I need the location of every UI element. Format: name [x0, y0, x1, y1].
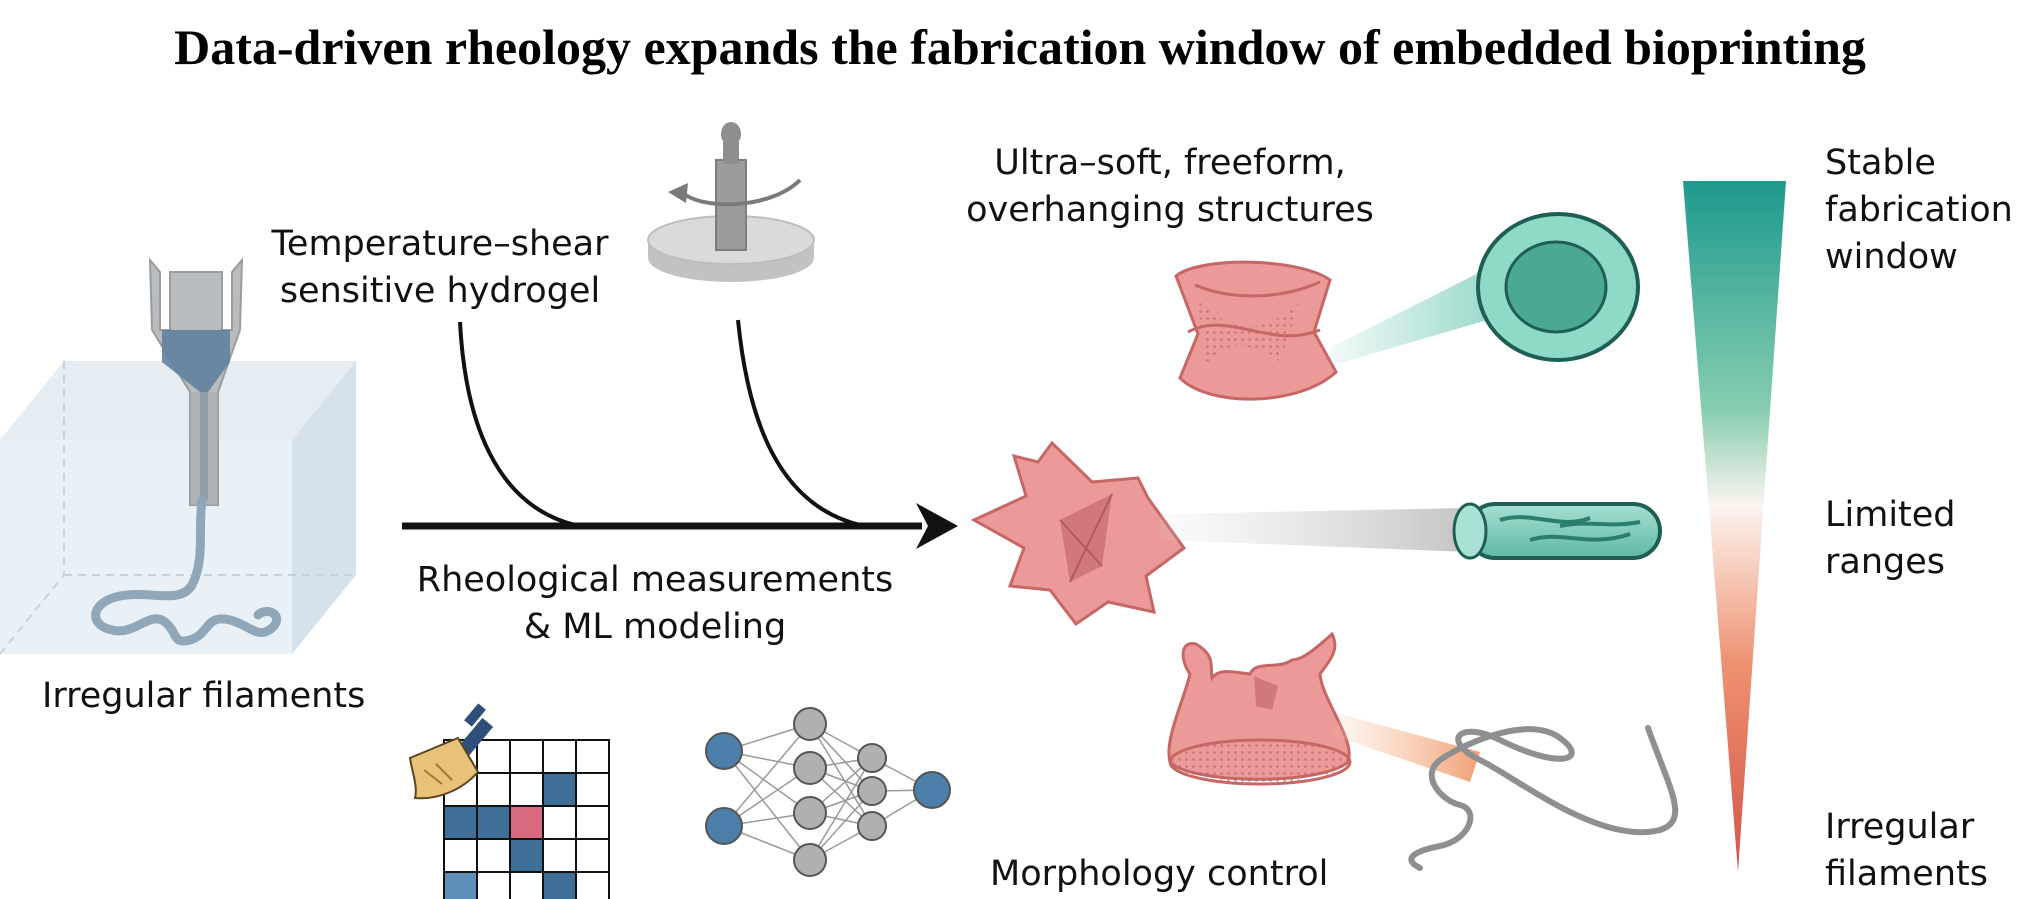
tripod-structure — [1167, 631, 1352, 786]
neural-network-icon — [705, 707, 951, 877]
grid-cell — [509, 838, 544, 873]
rheology-label-line1: Rheological measurements — [416, 560, 894, 600]
irregular-filaments-left-label: Irregular filaments — [42, 676, 366, 716]
nn-edge — [723, 750, 811, 861]
grid-cell — [575, 805, 610, 840]
grid-cell — [509, 739, 544, 774]
grid-cell — [476, 871, 511, 899]
hydrogel-label-line1: Temperature–shear — [271, 224, 609, 264]
scale-top-line2: fabrication — [1825, 190, 2013, 230]
grid-cell — [575, 838, 610, 873]
grid-cell — [575, 739, 610, 774]
irregular-filament-left — [91, 495, 282, 646]
grid-cell — [542, 871, 577, 899]
morphology-label: Morphology control — [990, 854, 1329, 894]
support-bath-cube — [0, 361, 356, 655]
nn-node — [705, 807, 743, 845]
scale-bottom-line2: filaments — [1825, 854, 1988, 894]
grid-cell — [476, 805, 511, 840]
scale-mid-label: Limited ranges — [1825, 492, 1956, 586]
scale-mid-line1: Limited — [1825, 495, 1956, 535]
rheology-label-line2: & ML modeling — [523, 607, 787, 647]
grid-cell — [542, 838, 577, 873]
grid-cell — [443, 805, 478, 840]
data-grid-icon — [443, 739, 610, 899]
nn-edge — [723, 723, 811, 827]
figure-title: Data-driven rheology expands the fabrica… — [174, 19, 1866, 75]
nn-edge — [809, 723, 873, 827]
hydrogel-curve — [458, 321, 576, 527]
grid-cell — [476, 772, 511, 807]
scale-bottom-label: Irregular filaments — [1825, 804, 1988, 898]
orange-beam — [1334, 714, 1480, 782]
irregular-filament-right — [1408, 725, 1679, 871]
gray-beam — [1160, 508, 1468, 552]
teal-ring — [1476, 212, 1640, 362]
scale-bottom-line1: Irregular — [1825, 807, 1975, 847]
grid-cell — [509, 772, 544, 807]
structures-label-line2: overhanging structures — [966, 190, 1374, 230]
hydrogel-label-line2: sensitive hydrogel — [279, 271, 601, 311]
grid-cell — [575, 772, 610, 807]
grid-cell — [542, 772, 577, 807]
scale-top-line1: Stable — [1825, 143, 1936, 183]
grid-cell — [443, 838, 478, 873]
fabrication-window-scale — [1683, 181, 1786, 872]
nn-node — [793, 843, 827, 877]
nn-node — [793, 796, 827, 830]
nn-node — [857, 743, 887, 773]
nn-node — [857, 776, 887, 806]
nn-node — [793, 707, 827, 741]
nn-node — [793, 751, 827, 785]
rheology-label: Rheological measurements & ML modeling — [385, 557, 925, 651]
teal-beam — [1330, 262, 1508, 366]
nn-node — [705, 732, 743, 770]
grid-cell — [542, 739, 577, 774]
rheometer-curve — [736, 319, 861, 527]
brush-icon — [408, 703, 494, 800]
grid-cell — [476, 838, 511, 873]
grid-cell — [509, 871, 544, 899]
grid-cell — [509, 805, 544, 840]
structures-label: Ultra–soft, freeform, overhanging struct… — [940, 140, 1400, 234]
scale-top-label: Stable fabrication window — [1825, 140, 2013, 281]
hydrogel-label: Temperature–shear sensitive hydrogel — [245, 221, 635, 315]
grid-cell — [542, 805, 577, 840]
grid-cell — [476, 739, 511, 774]
nn-node — [857, 811, 887, 841]
scale-mid-line2: ranges — [1825, 542, 1946, 582]
printing-nozzle-icon — [148, 257, 244, 506]
nn-edge — [809, 757, 873, 861]
star-structure — [970, 440, 1187, 627]
nn-node — [913, 771, 951, 809]
structures-label-line1: Ultra–soft, freeform, — [994, 143, 1346, 183]
grid-cell — [443, 871, 478, 899]
main-arrow — [402, 503, 958, 549]
grid-cell — [575, 871, 610, 899]
rheometer-icon — [647, 122, 815, 282]
scale-top-line3: window — [1825, 237, 1958, 277]
twisted-structure — [1174, 260, 1338, 401]
teal-tube — [1452, 502, 1662, 560]
